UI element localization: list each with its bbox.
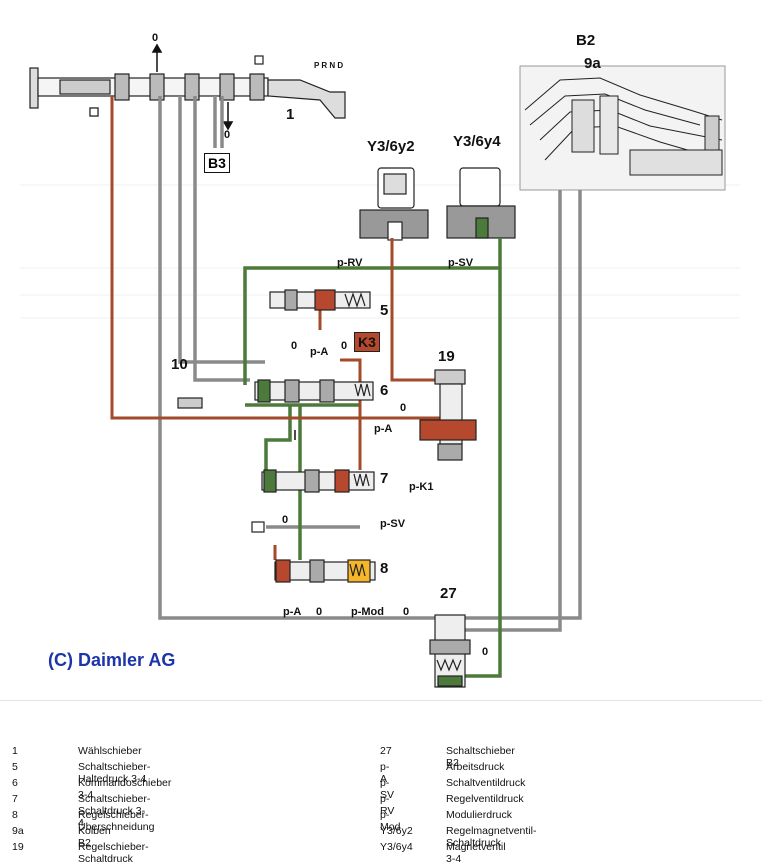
legend-text: Schaltschieber B2 [446, 745, 515, 769]
exhaust-0-top: 0 [152, 32, 159, 44]
legend-code: p-RV [380, 793, 395, 817]
legend-text: Regelventildruck [446, 793, 524, 805]
valve-7 [261, 469, 375, 493]
legend-text: Schaltschieber-Haltedruck 3-4 [78, 761, 151, 785]
pressure-p-a-valve5: p-A [310, 346, 329, 358]
legend-code: p-SV [380, 777, 395, 801]
pressure-p-mod: p-Mod [351, 606, 384, 618]
legend-code: 19 [12, 841, 24, 853]
pressure-p-rv: p-RV [337, 257, 363, 269]
legend-code: Y3/6y2 [380, 825, 413, 837]
legend-text: Regelschieber-Überschneidung [78, 809, 155, 833]
legend-code: 9a [12, 825, 24, 837]
exhaust-arrows [151, 43, 296, 440]
legend-code: p-A [380, 761, 390, 785]
legend-text: Arbeitsdruck [446, 761, 505, 773]
pressure-p-a-valve8: p-A [283, 606, 302, 618]
pressure-p-sv-mid: p-SV [380, 518, 406, 530]
label-b2: B2 [576, 32, 596, 49]
grey-lines [158, 96, 582, 632]
valve-10 [177, 397, 203, 409]
legend-text: Regelschieber-Schaltdruck [78, 841, 149, 865]
legend-text: Kommandoschieber 3-4 [78, 777, 172, 801]
label-9a: 9a [584, 55, 601, 72]
legend-code: 5 [12, 761, 18, 773]
terminal-squares [89, 107, 265, 533]
label-y3-6y2: Y3/6y2 [367, 138, 415, 155]
legend-code: p-Mod [380, 809, 401, 833]
legend: 1 Wählschieber 5 Schaltschieber-Haltedruck … [0, 700, 762, 866]
legend-text: Kolben B2 [78, 825, 111, 849]
legend-code: 7 [12, 793, 18, 805]
valve-5 [269, 289, 371, 311]
label-6: 6 [380, 382, 389, 399]
legend-code: 8 [12, 809, 18, 821]
piston-b2-housing [519, 65, 726, 191]
legend-code: Y3/6y4 [380, 841, 413, 853]
exhaust-0-valve8: 0 [316, 606, 323, 618]
copyright-notice: (C) Daimler AG [48, 650, 176, 670]
label-10: 10 [171, 356, 188, 373]
exhaust-0-valve5b: 0 [341, 340, 348, 352]
legend-code: 1 [12, 745, 18, 757]
valve-27 [429, 614, 471, 688]
legend-text: Modulierdruck [446, 809, 512, 821]
exhaust-0-valve19: 0 [400, 402, 407, 414]
legend-text: Schaltschieber-Schaltdruck 3-4 [78, 793, 151, 829]
exhaust-0-valve5: 0 [291, 340, 298, 352]
legend-code: 27 [380, 745, 392, 757]
label-b3: B3 [204, 153, 230, 173]
label-19: 19 [438, 348, 455, 365]
pressure-p-a-valve19: p-A [374, 423, 393, 435]
exhaust-0-valve27a: 0 [403, 606, 410, 618]
label-1: 1 [286, 106, 295, 123]
exhaust-0-selector: 0 [224, 129, 231, 141]
legend-text: Regelmagnetventil-Schaltdruck [446, 825, 537, 849]
valve-6 [254, 379, 374, 403]
hydraulic-diagram [20, 43, 740, 688]
label-5: 5 [380, 302, 389, 319]
exhaust-0-valve27b: 0 [482, 646, 489, 658]
legend-text: Schaltventildruck [446, 777, 526, 789]
label-7: 7 [380, 470, 389, 487]
label-k3: K3 [354, 332, 380, 352]
label-8: 8 [380, 560, 389, 577]
valve-8 [274, 559, 376, 583]
solenoid-y3-6y4 [446, 167, 516, 239]
pressure-p-sv-top: p-SV [448, 257, 474, 269]
valve-19 [419, 369, 477, 461]
solenoid-y3-6y2 [359, 167, 429, 241]
selector-valve-1 [29, 55, 346, 119]
label-27: 27 [440, 585, 457, 602]
legend-text: Magnetventil 3-4 [446, 841, 506, 865]
legend-text: Wählschieber [78, 745, 142, 757]
label-prnd: P R N D [314, 61, 344, 70]
pressure-p-k1: p-K1 [409, 481, 434, 493]
label-y3-6y4: Y3/6y4 [453, 133, 501, 150]
exhaust-0-valve7: 0 [282, 514, 289, 526]
legend-code: 6 [12, 777, 18, 789]
red-lines [110, 96, 440, 560]
